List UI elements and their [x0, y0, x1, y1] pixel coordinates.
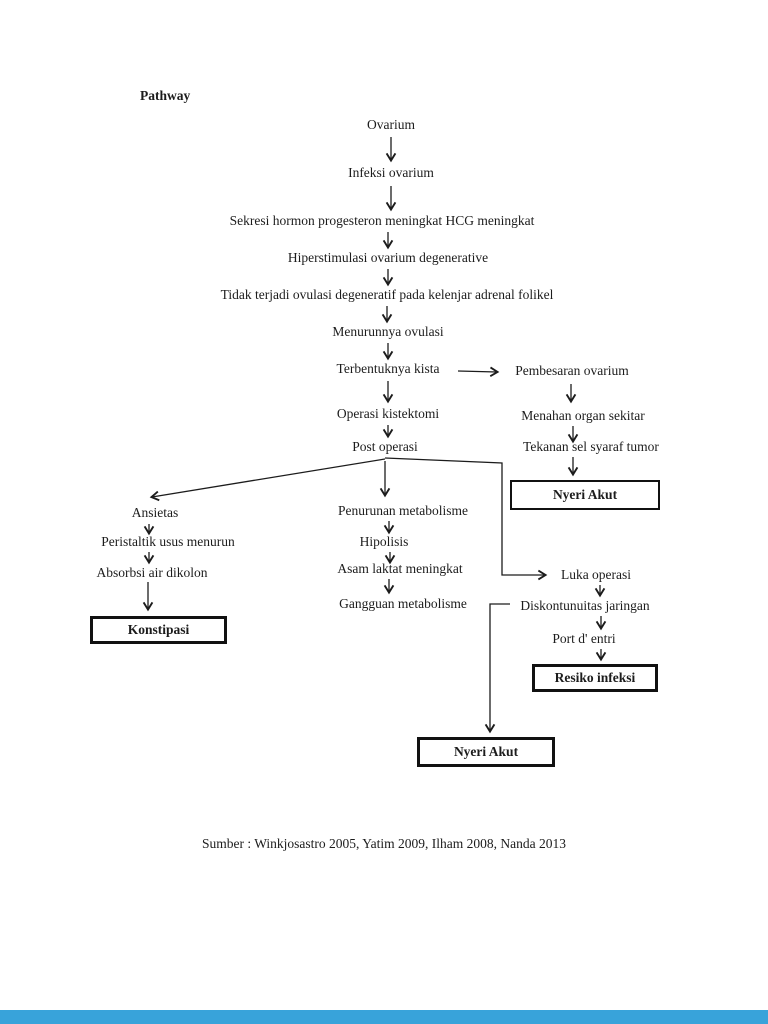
- flow-node-peristaltik: Peristaltik usus menurun: [101, 534, 235, 549]
- arrow-terbentuknya-pembesaran: [457, 366, 500, 378]
- flow-node-pembesaran-ovarium: Pembesaran ovarium: [515, 363, 629, 378]
- flow-node-penurunan-metabolisme: Penurunan metabolisme: [337, 503, 469, 518]
- flow-node-post-operasi: Post operasi: [352, 439, 418, 454]
- arrow-post-luka-operasi: [384, 457, 548, 581]
- viewer-bottom-bar: [0, 1010, 768, 1024]
- flow-node-tidak-terjadi-ovulasi: Tidak terjadi ovulasi degeneratif pada k…: [220, 287, 554, 302]
- source-note: Sumber : Winkjosastro 2005, Yatim 2009, …: [201, 836, 567, 851]
- flow-node-absorbsi: Absorbsi air dikolon: [96, 565, 208, 580]
- flow-node-luka-operasi: Luka operasi: [560, 567, 632, 582]
- flow-node-asam-laktat: Asam laktat meningkat: [337, 561, 463, 576]
- arrow-post-ansietas: [149, 458, 386, 502]
- arrow-diskontunuitas-nyeri-bottom: [484, 603, 510, 734]
- outcome-box-resiko-infeksi: Resiko infeksi: [532, 664, 658, 692]
- flow-node-hiperstimulasi: Hiperstimulasi ovarium degenerative: [287, 250, 489, 265]
- flow-node-menahan-organ: Menahan organ sekitar: [521, 408, 645, 423]
- flow-node-operasi-kistektomi: Operasi kistektomi: [336, 406, 440, 421]
- flow-node-sekresi-hormon: Sekresi hormon progesteron meningkat HCG…: [229, 213, 535, 228]
- outcome-box-konstipasi: Konstipasi: [90, 616, 227, 644]
- flow-node-ansietas: Ansietas: [131, 505, 179, 520]
- outcome-box-nyeri-akut-bottom: Nyeri Akut: [417, 737, 555, 767]
- flow-node-gangguan-metabolisme: Gangguan metabolisme: [339, 596, 467, 611]
- flow-node-infeksi-ovarium: Infeksi ovarium: [348, 165, 434, 180]
- flow-node-tekanan-sel: Tekanan sel syaraf tumor: [523, 439, 659, 454]
- flow-node-diskontunuitas: Diskontunuitas jaringan: [520, 598, 650, 613]
- flow-node-terbentuknya-kista: Terbentuknya kista: [336, 361, 440, 376]
- flow-node-hipolisis: Hipolisis: [359, 534, 409, 549]
- outcome-box-nyeri-akut-right: Nyeri Akut: [510, 480, 660, 510]
- page-title: Pathway: [140, 88, 191, 103]
- flow-node-port-dentri: Port d' entri: [552, 631, 616, 646]
- flow-node-ovarium: Ovarium: [367, 117, 415, 132]
- flow-node-menurunnya-ovulasi: Menurunnya ovulasi: [332, 324, 444, 339]
